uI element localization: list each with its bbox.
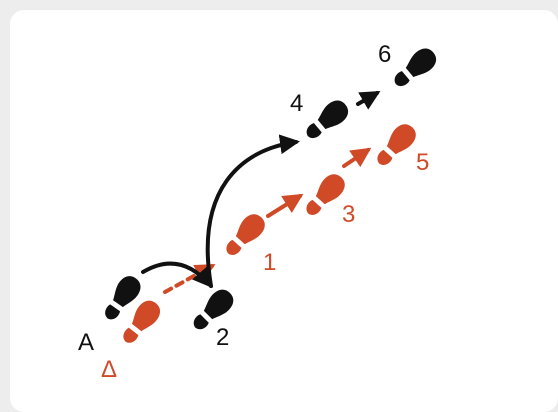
- step-labels: A Δ 2 4 6 1 3 5: [78, 41, 429, 383]
- shoe-print-icon: [187, 285, 238, 336]
- label-black-start: A: [78, 329, 94, 356]
- shoe-print-icon: [300, 96, 353, 145]
- red-arrow-1-3: [266, 193, 304, 218]
- shoe-print-icon: [219, 209, 270, 262]
- label-step-5: 5: [416, 149, 429, 176]
- black-arrow-start-2: [141, 261, 213, 289]
- label-step-2: 2: [216, 324, 229, 351]
- shoe-print-icon: [388, 44, 441, 93]
- black-footprints: [98, 44, 441, 336]
- label-step-6: 6: [378, 41, 391, 68]
- red-arrow-3-5: [342, 147, 372, 168]
- label-red-start: Δ: [101, 356, 117, 383]
- black-arrow-4-6: [356, 90, 381, 110]
- label-step-3: 3: [342, 201, 355, 228]
- label-step-1: 1: [263, 249, 276, 276]
- red-footprints: [116, 119, 421, 349]
- black-arrows: [141, 90, 381, 289]
- black-arrow-2-4: [205, 134, 300, 288]
- shoe-print-icon: [370, 119, 421, 172]
- label-step-4: 4: [290, 90, 303, 117]
